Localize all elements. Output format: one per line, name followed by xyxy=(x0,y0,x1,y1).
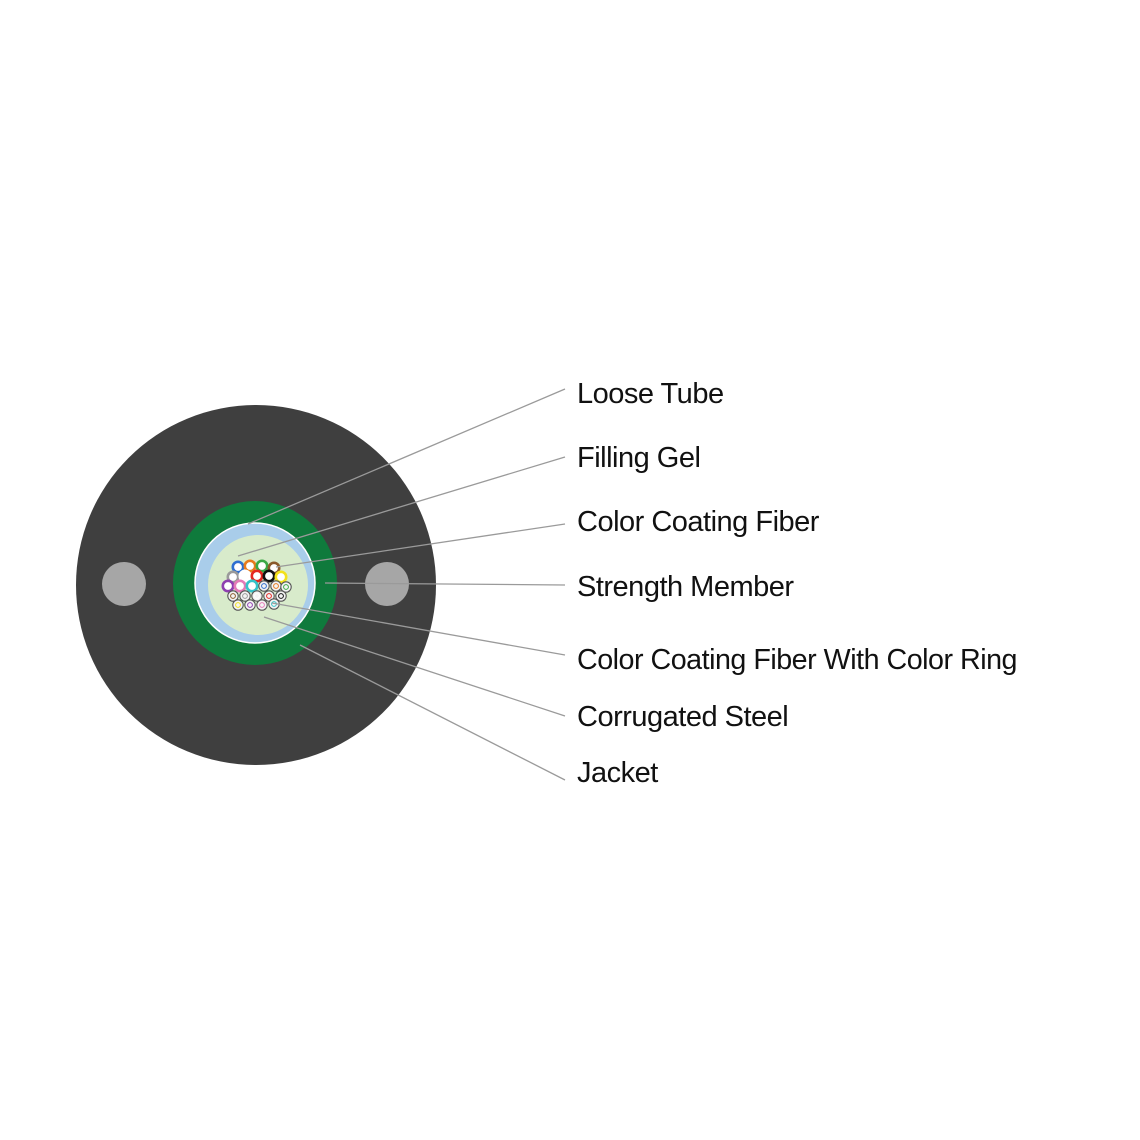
color-coating-fiber xyxy=(221,579,235,593)
fiber-color-ring xyxy=(242,593,248,599)
leader-filling-gel xyxy=(237,456,566,557)
fiber-bundle xyxy=(221,559,292,611)
color-coating-fiber xyxy=(245,579,259,593)
leader-color-coating-fiber xyxy=(275,523,566,568)
color-coating-fiber-with-ring xyxy=(227,590,239,602)
color-coating-fiber-with-ring xyxy=(244,599,256,611)
color-coating-fiber xyxy=(243,559,257,573)
color-coating-fiber-with-ring xyxy=(239,590,251,602)
color-coating-fiber xyxy=(250,569,264,583)
leader-loose-tube xyxy=(247,388,566,525)
loose-tube-outline xyxy=(194,522,316,644)
label-strength-member: Strength Member xyxy=(577,571,794,603)
leader-strength-member xyxy=(324,582,566,586)
color-coating-fiber-with-ring xyxy=(258,580,270,592)
color-coating-fiber xyxy=(238,569,252,583)
fiber-color-ring xyxy=(273,583,279,589)
leader-lines xyxy=(237,388,566,781)
color-coating-fiber-with-ring xyxy=(275,590,287,602)
color-coating-fiber xyxy=(233,579,247,593)
leader-corrugated-steel xyxy=(263,616,566,717)
fiber-color-ring xyxy=(261,583,267,589)
strength-member-left xyxy=(102,562,146,606)
fiber-color-ring xyxy=(230,593,236,599)
fiber-color-ring xyxy=(247,602,253,608)
fiber-color-ring xyxy=(283,584,289,590)
color-coating-fiber-with-ring xyxy=(251,590,263,602)
fiber-color-ring xyxy=(259,602,265,608)
color-coating-fiber-with-ring xyxy=(232,599,244,611)
fiber-color-ring xyxy=(278,593,284,599)
label-loose-tube: Loose Tube xyxy=(577,378,724,410)
color-coating-fiber xyxy=(262,569,276,583)
color-coating-fiber-with-ring xyxy=(270,580,282,592)
leader-color-coating-fiber-ring xyxy=(271,602,566,656)
color-coating-fiber xyxy=(231,560,245,574)
label-corrugated-steel: Corrugated Steel xyxy=(577,701,788,733)
label-filling-gel: Filling Gel xyxy=(577,442,700,474)
fiber-color-ring xyxy=(266,593,272,599)
fiber-color-ring xyxy=(254,593,260,599)
fiber-color-ring xyxy=(235,602,241,608)
color-coating-fiber-with-ring xyxy=(256,599,268,611)
label-color-coating-fiber: Color Coating Fiber xyxy=(577,506,820,538)
leader-jacket xyxy=(299,644,566,781)
color-coating-fiber xyxy=(255,559,269,573)
color-coating-fiber-with-ring xyxy=(280,581,292,593)
label-color-coating-fiber-ring: Color Coating Fiber With Color Ring xyxy=(577,644,1017,676)
label-jacket: Jacket xyxy=(577,757,658,789)
color-coating-fiber xyxy=(274,570,288,584)
